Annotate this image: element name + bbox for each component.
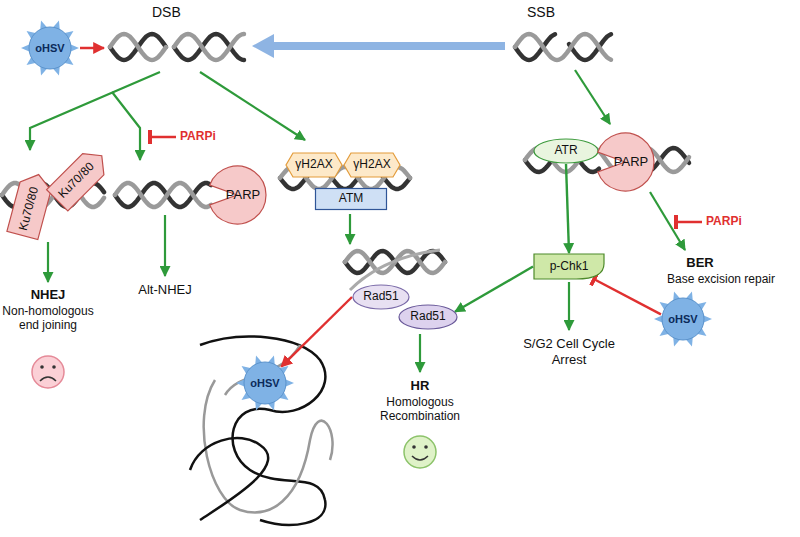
virus-icon: oHSV — [27, 25, 73, 71]
protein-shape: PARP — [590, 132, 660, 192]
node-label: ATR — [554, 144, 577, 157]
node-label: γH2AX — [295, 158, 332, 171]
pathway-label: Non-homologous end joining — [0, 304, 96, 333]
pathway-label: NHEJ — [0, 287, 96, 303]
protein-shape: Ku70/80 — [45, 144, 114, 213]
conversion-arrow — [272, 42, 505, 50]
pathway-label: DSB — [152, 4, 181, 21]
pathway-label: S/G2 Cell Cycle Arrest — [520, 336, 618, 367]
protein-shape: ATM — [315, 188, 387, 210]
pathway-connector — [455, 267, 533, 312]
invading-strand — [350, 250, 440, 290]
pathway-connector — [594, 279, 661, 314]
node-label: PARP — [614, 155, 648, 169]
conversion-arrow-head — [252, 34, 274, 58]
pathway-label: HR — [370, 378, 470, 394]
protein-shape: γH2AX — [343, 152, 401, 178]
node-label: p-Chk1 — [550, 260, 589, 273]
dna-helix — [2, 34, 689, 273]
pathway-connector — [566, 164, 569, 253]
pathway-connector — [281, 297, 352, 367]
node-label: oHSV — [35, 42, 64, 54]
node-label: ATM — [339, 192, 363, 205]
virus-icon: oHSV — [660, 296, 706, 342]
virus-icon: oHSV — [242, 360, 288, 406]
node-label: γH2AX — [353, 158, 390, 171]
inhibitor-label: PARPi — [706, 214, 742, 228]
inhibitor-label: PARPi — [180, 129, 216, 143]
pathway-arrows — [30, 70, 685, 372]
inhibitor-line — [150, 136, 176, 139]
protein-shape: Ku70/80 — [6, 169, 56, 241]
inhibitor-line — [676, 221, 702, 224]
node-label: Rad51 — [410, 310, 445, 323]
pathway-label: Base excision repair — [648, 272, 794, 286]
sad-face — [32, 356, 64, 388]
pathway-label: Homologous Recombination — [362, 395, 478, 424]
viral-dna — [190, 337, 333, 525]
node-label: oHSV — [250, 377, 279, 389]
pathway-label: SSB — [527, 4, 555, 21]
node-label: PARP — [226, 188, 260, 202]
protein-shape: p-Chk1 — [533, 253, 605, 280]
protein-shape: PARP — [205, 165, 269, 225]
pathway-label: BER — [670, 255, 730, 271]
protein-shape: Rad51 — [352, 284, 410, 310]
protein-shape: γH2AX — [285, 152, 343, 178]
pathway-label: Alt-NHEJ — [120, 282, 210, 298]
protein-shape: Rad51 — [398, 304, 458, 330]
happy-face — [404, 436, 436, 468]
induce-arrow — [80, 47, 104, 50]
node-label: oHSV — [668, 313, 697, 325]
node-label: Rad51 — [363, 290, 398, 303]
protein-shape: ATR — [533, 138, 599, 164]
